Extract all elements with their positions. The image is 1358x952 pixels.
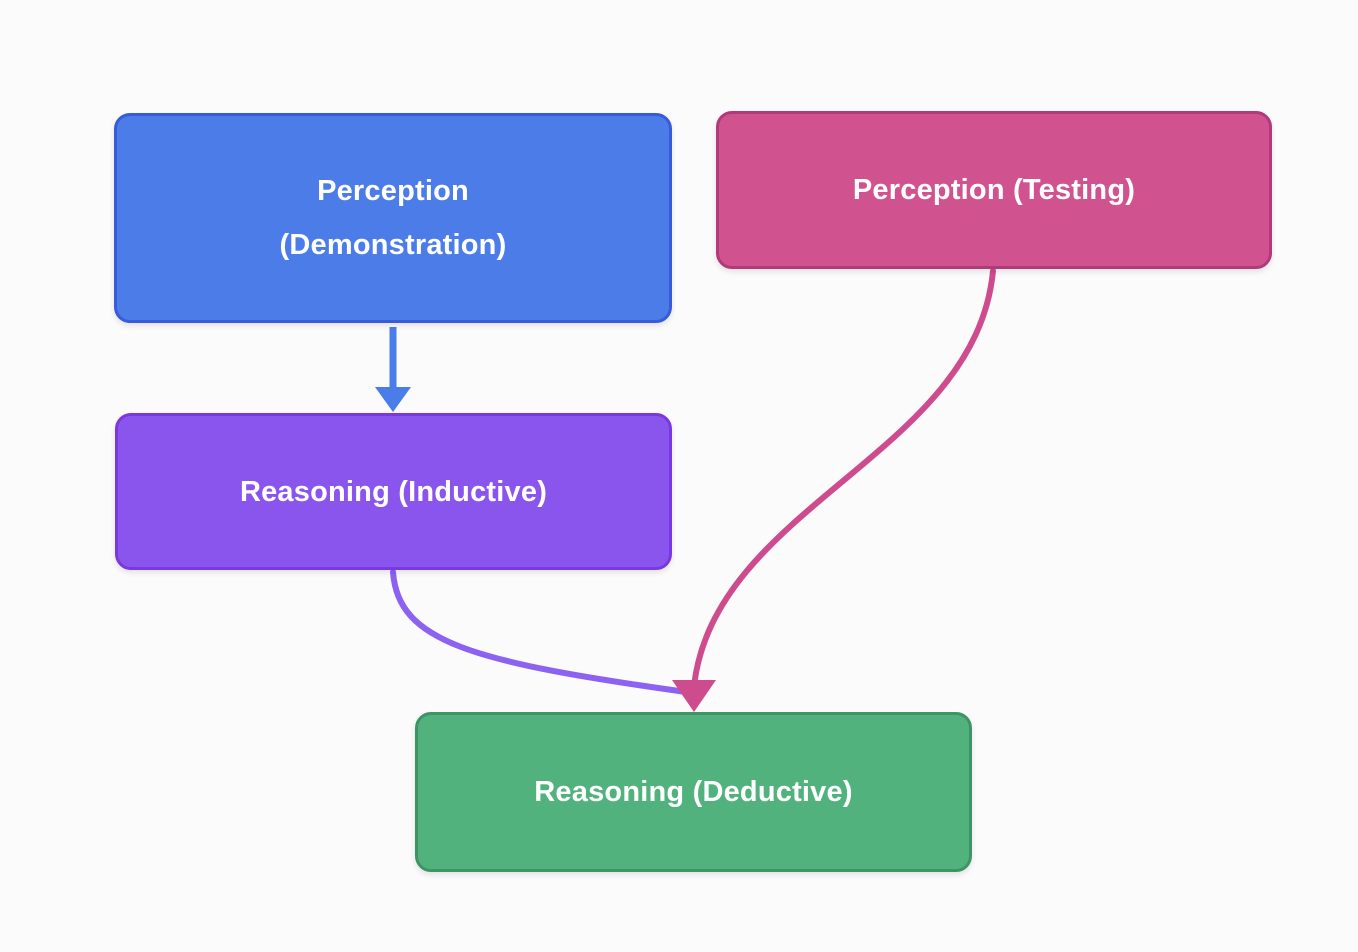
node-label-line: Perception <box>317 175 469 207</box>
edge-testing-to-deductive-line <box>691 268 996 689</box>
edge-inductive-to-deductive-line <box>390 569 689 695</box>
node-perception-demonstration: Perception (Demonstration) <box>114 113 672 323</box>
node-reasoning-inductive: Reasoning (Inductive) <box>115 413 672 570</box>
node-reasoning-deductive: Reasoning (Deductive) <box>415 712 972 872</box>
node-label: Reasoning (Inductive) <box>239 475 548 508</box>
node-label-line: (Demonstration) <box>279 229 507 261</box>
edge-testing-to-deductive <box>672 268 996 712</box>
edge-demonstration-to-inductive-arrowhead-icon <box>375 387 411 412</box>
edge-inductive-to-deductive <box>390 569 689 695</box>
node-label: Reasoning (Deductive) <box>534 776 853 808</box>
edge-testing-to-deductive-arrowhead-icon <box>672 680 716 712</box>
node-perception-testing: Perception (Testing) <box>716 111 1272 269</box>
edge-demonstration-to-inductive <box>375 327 411 412</box>
node-label: Perception (Testing) <box>852 174 1136 206</box>
